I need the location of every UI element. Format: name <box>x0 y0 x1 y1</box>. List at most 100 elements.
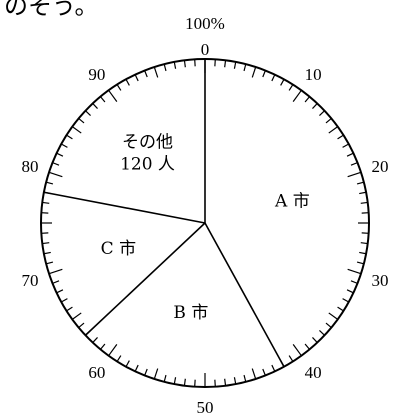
tick-mark <box>224 60 227 68</box>
tick-mark <box>346 289 354 294</box>
tick-mark <box>328 126 339 134</box>
tick-mark <box>251 66 257 78</box>
slice-label: その他 <box>122 132 173 152</box>
tick-mark <box>288 84 294 91</box>
tick-mark <box>356 261 364 265</box>
slice-boundary <box>43 191 206 224</box>
tick-mark <box>92 337 98 343</box>
tick-mark <box>52 280 60 284</box>
tick-mark <box>288 355 294 362</box>
tick-mark <box>173 61 177 69</box>
slice-boundary <box>204 222 285 368</box>
slice-label: B 市 <box>173 303 208 323</box>
tick-mark <box>78 118 85 124</box>
tick-mark <box>134 74 139 82</box>
slice-note: 120 人 <box>120 154 175 174</box>
tick-mark <box>319 110 325 116</box>
tick-mark <box>125 78 130 86</box>
tick-mark <box>304 343 310 350</box>
tick-mark <box>325 322 332 328</box>
tick-mark <box>262 70 266 78</box>
tick-mark <box>144 70 148 78</box>
tick-mark <box>304 96 310 103</box>
tick-mark <box>359 191 367 195</box>
tick-mark <box>116 84 122 91</box>
tick-mark <box>134 364 139 372</box>
tick-label: 10 <box>305 65 322 84</box>
slice-label: C 市 <box>101 239 136 259</box>
tick-mark <box>183 60 186 68</box>
tick-mark <box>342 298 350 303</box>
tick-mark <box>233 377 237 385</box>
tick-mark <box>224 378 227 386</box>
tick-mark <box>337 134 344 140</box>
tick-mark <box>233 61 237 69</box>
tick-mark <box>85 110 91 116</box>
tick-mark <box>163 374 167 382</box>
tick-mark <box>71 126 82 134</box>
tick-label: 0 <box>201 40 210 59</box>
tick-mark <box>100 343 106 350</box>
tick-mark <box>359 251 367 255</box>
tick-mark <box>108 343 118 357</box>
tick-mark <box>271 364 276 372</box>
tick-label: 20 <box>371 157 388 176</box>
tick-label: 40 <box>305 363 322 382</box>
tick-mark <box>108 89 118 103</box>
tick-mark <box>48 171 63 178</box>
tick-mark <box>325 118 332 124</box>
tick-mark <box>346 152 354 157</box>
tick-marks <box>41 59 369 387</box>
tick-mark <box>183 378 186 386</box>
tick-mark <box>52 162 60 166</box>
tick-mark <box>60 298 68 303</box>
tick-mark <box>328 312 339 320</box>
tick-mark <box>271 74 276 82</box>
tick-mark <box>116 355 122 362</box>
tick-label: 80 <box>22 157 39 176</box>
tick-mark <box>46 261 54 265</box>
tick-mark <box>125 360 130 368</box>
tick-mark <box>319 330 325 336</box>
tick-mark <box>350 162 358 166</box>
tick-mark <box>347 268 362 275</box>
tick-mark <box>173 377 177 385</box>
tick-mark <box>360 242 368 245</box>
tick-mark <box>66 134 73 140</box>
tick-mark <box>350 280 358 284</box>
tick-mark <box>337 306 344 312</box>
tick-mark <box>262 368 266 376</box>
tick-mark <box>43 251 51 255</box>
tick-mark <box>356 181 364 185</box>
tick-mark <box>56 152 64 157</box>
tick-mark <box>60 143 68 148</box>
tick-mark <box>153 368 159 380</box>
tick-mark <box>42 242 50 245</box>
tick-mark <box>312 103 318 109</box>
tick-mark <box>163 64 167 72</box>
top-caption: のそう。 <box>4 0 99 20</box>
tick-mark <box>292 343 302 357</box>
tick-mark <box>347 171 362 178</box>
tick-mark <box>56 289 64 294</box>
tick-mark <box>360 201 368 204</box>
tick-mark <box>312 337 318 343</box>
tick-mark <box>71 312 82 320</box>
tick-mark <box>251 368 257 380</box>
tick-mark <box>243 64 247 72</box>
tick-label: 30 <box>371 271 388 290</box>
tick-label: 50 <box>197 398 214 416</box>
tick-label: 90 <box>88 65 105 84</box>
tick-mark <box>153 66 159 78</box>
tick-mark <box>46 181 54 185</box>
slice-boundaries <box>43 59 285 368</box>
tick-mark <box>92 103 98 109</box>
tick-mark <box>144 368 148 376</box>
tick-label: 70 <box>22 271 39 290</box>
percent-marker-label: 100% <box>185 14 225 33</box>
slice-boundary <box>84 222 206 336</box>
tick-mark <box>48 268 63 275</box>
